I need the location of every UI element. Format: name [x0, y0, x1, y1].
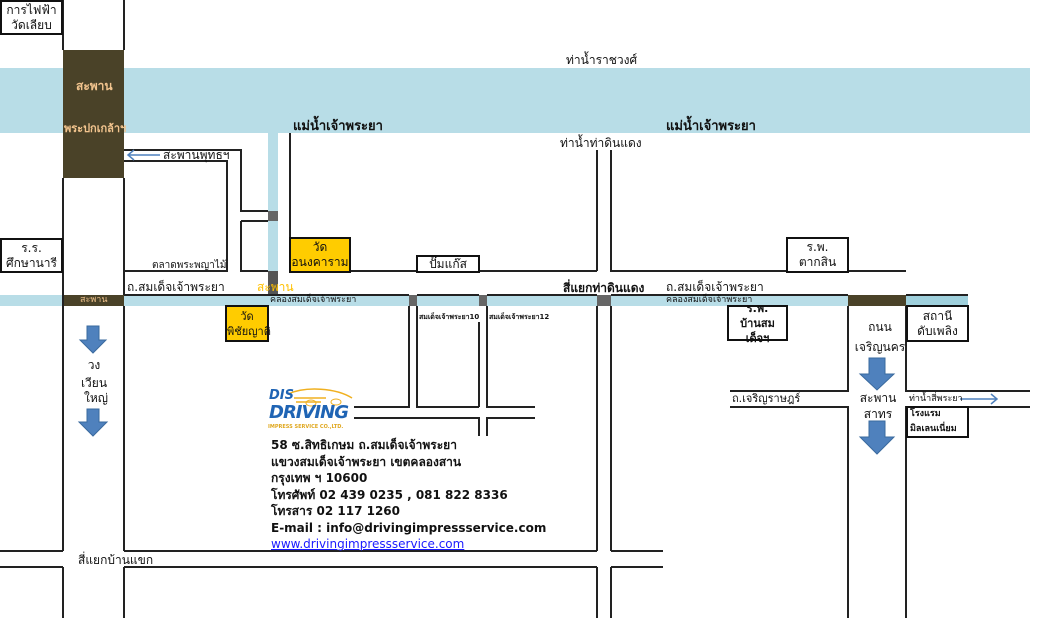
landmark-label: ร.พ. — [746, 301, 769, 315]
roundabout-label: เวียน — [80, 376, 108, 390]
landmark-label: วัด — [312, 240, 328, 254]
landmark-millennium-hotel: โรงแรมมิลเลนเนี่ยม — [906, 406, 969, 438]
river-label: แม่น้ำเจ้าพระยา — [666, 119, 756, 134]
roundabout-label: วง — [87, 358, 101, 372]
road-label: เจริญนคร — [854, 340, 906, 354]
road-label: ถ.สมเด็จเจ้าพระยา — [666, 280, 764, 294]
arrow-right-icon — [960, 393, 999, 405]
website-link[interactable]: www.drivingimpressservice.com — [271, 537, 465, 551]
bridge-small-left — [63, 295, 124, 306]
bridge-pra-pok-klao — [63, 50, 124, 178]
bridge-label: พระปกเกล้าฯ — [64, 122, 127, 135]
landmark-label: วัดเลียบ — [11, 17, 52, 32]
pier-ratchawong-label: ท่าน้ำราชวงศ์ — [566, 53, 638, 67]
landmark-label: โรงแรม — [910, 409, 941, 419]
road-label: ถ.สมเด็จเจ้าพระยา — [127, 280, 225, 294]
landmark-label: ร.พ. — [806, 240, 829, 254]
landmark-label: ศึกษานารี — [6, 255, 57, 270]
address-line: แขวงสมเด็จเจ้าพระยา เขตคลองสาน — [271, 454, 462, 469]
road-label: ถนน — [868, 320, 892, 334]
address-line: 58 ซ.สิทธิเกษม ถ.สมเด็จเจ้าพระยา — [271, 438, 457, 452]
canal-label: คลองสมเด็จเจ้าพระยา — [666, 295, 753, 305]
pier-label: ท่าน้ำสี่พระยา — [909, 394, 963, 404]
bridge-label: สะพาน — [76, 79, 113, 93]
landmark-power-authority: การไฟฟ้าวัดเลียบ — [0, 0, 63, 35]
river-label: แม่น้ำเจ้าพระยา — [293, 119, 383, 134]
bridge-label: สาทร — [863, 407, 893, 421]
bridge-label: สะพาน — [859, 391, 897, 405]
logo-text: DIS — [269, 388, 294, 403]
landmark-label: อนงคาราม — [291, 255, 349, 269]
road-label: ถ.เจริญราษฎร์ — [732, 392, 801, 405]
company-contact: 58 ซ.สิทธิเกษม ถ.สมเด็จเจ้าพระยา แขวงสมเ… — [271, 437, 546, 553]
pier-tha-din-daeng-label: ท่าน้ำท่าดินแดง — [560, 136, 642, 150]
phut-bridge-label: สะพานพุทธฯ — [163, 148, 230, 162]
bridge-label: สะพาน — [257, 280, 294, 294]
roundabout-label: ใหญ่ — [84, 391, 108, 405]
landmark-label: ตากสิน — [798, 255, 837, 269]
arrow-left-icon — [126, 149, 160, 161]
company-logo: DIS DRIVING IMPRESS SERVICE CO.,LTD. — [266, 388, 356, 434]
landmark-label: วัด — [240, 309, 254, 323]
logo-text: IMPRESS SERVICE CO.,LTD. — [268, 424, 344, 430]
down-arrow-icon — [77, 408, 109, 437]
email: E-mail : info@drivingimpressservice.com — [271, 520, 547, 535]
intersection-label: สี่แยกบ้านแขก — [78, 553, 154, 567]
address-line: กรุงเทพ ฯ 10600 — [271, 471, 368, 485]
canal-label: คลองสมเด็จเจ้าพระยา — [270, 295, 357, 305]
landmark-wat-anongkharam: วัดอนงคาราม — [289, 237, 351, 273]
landmark-label: ร.ร. — [21, 240, 42, 255]
landmark-fire-station: สถานีดับเพลิง — [906, 305, 969, 342]
phone: โทรศัพท์ 02 439 0235 , 081 822 8336 — [271, 487, 508, 502]
fax: โทรสาร 02 117 1260 — [271, 504, 400, 518]
down-arrow-icon — [858, 357, 896, 391]
market-label: ตลาดพระพญาไม้ — [152, 260, 227, 271]
landmark-label: ดับเพลิง — [917, 323, 958, 338]
car-swoosh-icon — [287, 388, 353, 407]
intersection-label: สี่แยกท่าดินแดง — [563, 281, 645, 295]
landmark-school: ร.ร.ศึกษานารี — [0, 238, 63, 273]
landmark-gas-station: ปั๊มแก๊ส — [416, 255, 480, 273]
landmark-label: การไฟฟ้า — [6, 2, 57, 17]
down-arrow-icon — [858, 420, 896, 455]
soi-label: สมเด็จเจ้าพระยา12 — [489, 313, 550, 321]
river — [0, 68, 1030, 133]
landmark-label: พิชัยญาติ — [227, 324, 271, 338]
bridge-sathorn — [848, 295, 906, 306]
landmark-label: สถานี — [922, 308, 953, 323]
landmark-wat-phichaiyat: วัดพิชัยญาติ — [225, 305, 271, 342]
landmark-taksin-hospital: ร.พ.ตากสิน — [786, 237, 849, 273]
landmark-label: บ้านสมเด็จฯ — [740, 316, 775, 345]
landmark-label: ปั๊มแก๊ส — [429, 256, 467, 271]
landmark-label: มิลเลนเนี่ยม — [910, 424, 957, 434]
bridge-label: สะพาน — [80, 295, 108, 305]
landmark-ban-somdet-hospital: ร.พ.บ้านสมเด็จฯ — [727, 302, 788, 345]
soi-label: สมเด็จเจ้าพระยา10 — [419, 313, 480, 321]
logo-text: DRIVING — [269, 402, 349, 423]
down-arrow-icon — [78, 325, 108, 354]
